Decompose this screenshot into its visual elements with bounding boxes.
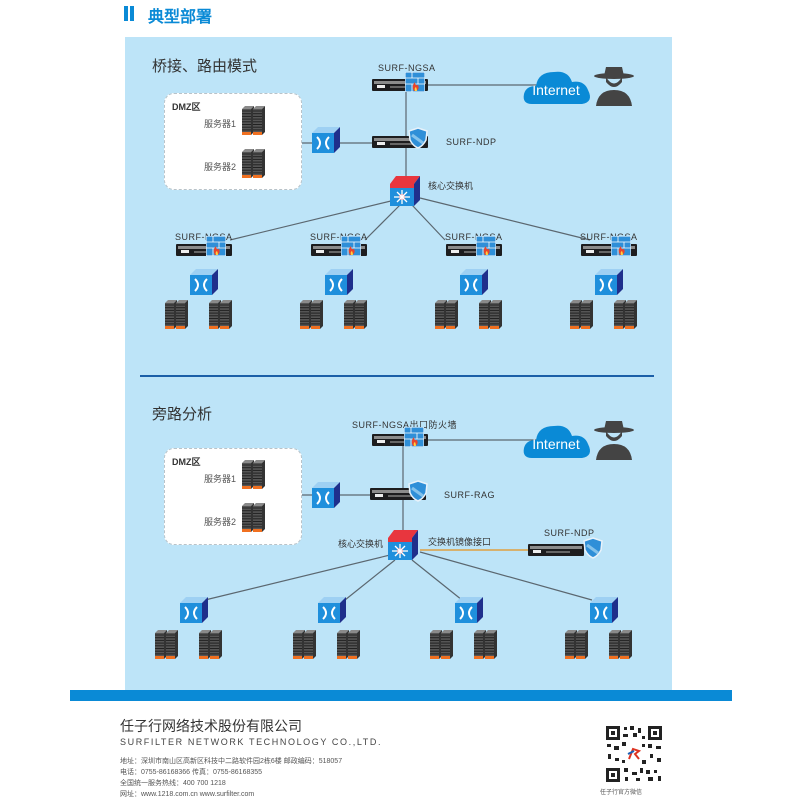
shield-icon bbox=[583, 537, 603, 559]
firewall-icon bbox=[404, 427, 424, 447]
device-label-branch: SURF-NGSA bbox=[445, 232, 503, 242]
link-core2-branch1 bbox=[204, 554, 391, 601]
switch-icon bbox=[312, 482, 340, 508]
company-name-en: SURFILTER NETWORK TECHNOLOGY CO.,LTD. bbox=[120, 737, 383, 747]
shield-icon bbox=[408, 127, 428, 149]
device-label-branch: SURF-NGSA bbox=[580, 232, 638, 242]
link-core-branch4 bbox=[419, 197, 591, 241]
link-core2-branch2 bbox=[344, 559, 396, 601]
section-title-bridge: 桥接、路由模式 bbox=[152, 58, 258, 75]
svg-text:Internet: Internet bbox=[532, 436, 580, 452]
server-rack-icon bbox=[155, 630, 178, 659]
server-rack-icon bbox=[565, 630, 588, 659]
core-switch-label: 核心交换机 bbox=[338, 539, 384, 549]
page-title: 典型部署 bbox=[148, 9, 213, 26]
switch-icon bbox=[325, 269, 353, 295]
server-rack-icon bbox=[242, 503, 265, 532]
hacker-icon bbox=[594, 421, 634, 460]
qr-caption: 任子行官方微信 bbox=[600, 790, 643, 796]
svg-text:Internet: Internet bbox=[532, 82, 580, 98]
server-rack-icon bbox=[293, 630, 316, 659]
server-rack-icon bbox=[614, 300, 637, 329]
firewall-icon bbox=[611, 236, 631, 256]
device-label-ndp: SURF-NDP bbox=[544, 528, 595, 538]
footer-bar bbox=[70, 690, 732, 701]
server-rack-icon bbox=[435, 300, 458, 329]
server-rack-icon bbox=[242, 106, 265, 135]
switch-icon bbox=[190, 269, 218, 295]
core-switch-icon bbox=[390, 176, 420, 206]
server-label: 服务器2 bbox=[204, 517, 237, 527]
company-name-cn: 任子行网络技术股份有限公司 bbox=[120, 718, 302, 734]
device-label-branch: SURF-NGSA bbox=[310, 232, 368, 242]
switch-icon bbox=[590, 597, 618, 623]
section-title-bypass: 旁路分析 bbox=[152, 406, 213, 423]
firewall-icon bbox=[476, 236, 496, 256]
mirror-port-label: 交换机镜像接口 bbox=[428, 537, 492, 547]
server-rack-icon bbox=[242, 149, 265, 178]
website[interactable]: 网址：www.1218.com.cn www.surfilter.com bbox=[120, 791, 255, 798]
shield-icon bbox=[408, 480, 428, 502]
server-rack-icon bbox=[479, 300, 502, 329]
hotline: 全国统一服务热线：400 700 1218 bbox=[120, 780, 226, 787]
dmz-label: DMZ区 bbox=[172, 102, 201, 112]
switch-icon bbox=[312, 127, 340, 153]
address: 地址：深圳市南山区高新区科技中二路软件园2栋6楼 邮政编码：518057 bbox=[120, 758, 343, 765]
internet-cloud-icon: Internet bbox=[523, 425, 590, 458]
internet-cloud-icon: Internet bbox=[523, 71, 590, 104]
server-rack-icon bbox=[300, 300, 323, 329]
server-label: 服务器2 bbox=[204, 162, 237, 172]
server-rack-icon bbox=[209, 300, 232, 329]
link-core2-branch4 bbox=[419, 551, 593, 601]
server-rack-icon bbox=[337, 630, 360, 659]
server-rack-icon bbox=[474, 630, 497, 659]
server-label: 服务器1 bbox=[204, 474, 237, 484]
switch-icon bbox=[455, 597, 483, 623]
server-rack-icon bbox=[344, 300, 367, 329]
firewall-icon bbox=[206, 236, 226, 256]
switch-icon bbox=[318, 597, 346, 623]
section-divider bbox=[140, 375, 654, 377]
appliance-icon bbox=[528, 544, 584, 556]
server-rack-icon bbox=[430, 630, 453, 659]
server-rack-icon bbox=[199, 630, 222, 659]
switch-icon bbox=[460, 269, 488, 295]
device-label-rag: SURF-RAG bbox=[444, 490, 495, 500]
link-core-branch3 bbox=[411, 204, 446, 241]
phone: 电话：0755-86168366 传真：0755-86168355 bbox=[120, 769, 263, 776]
server-rack-icon bbox=[165, 300, 188, 329]
firewall-icon bbox=[341, 236, 361, 256]
device-label-branch: SURF-NGSA bbox=[175, 232, 233, 242]
dmz-zone bbox=[164, 93, 302, 190]
dmz-label: DMZ区 bbox=[172, 457, 201, 467]
dmz-zone bbox=[164, 448, 302, 545]
device-label-ngsa-firewall: SURF-NGSA出口防火墙 bbox=[352, 420, 458, 430]
firewall-icon bbox=[405, 72, 425, 92]
server-rack-icon bbox=[609, 630, 632, 659]
link-core-branch1 bbox=[229, 199, 396, 241]
switch-icon bbox=[180, 597, 208, 623]
device-label-ndp: SURF-NDP bbox=[446, 137, 497, 147]
qr-code[interactable] bbox=[604, 724, 664, 784]
server-rack-icon bbox=[242, 460, 265, 489]
link-core2-branch3 bbox=[411, 559, 463, 601]
switch-icon bbox=[595, 269, 623, 295]
link-core-branch2 bbox=[364, 204, 401, 241]
core-switch-label: 核心交换机 bbox=[428, 181, 474, 191]
device-label-ngsa: SURF-NGSA bbox=[378, 63, 436, 73]
server-label: 服务器1 bbox=[204, 119, 237, 129]
header-accent-bar bbox=[124, 6, 128, 21]
core-switch-icon bbox=[388, 530, 418, 560]
header-accent-bar bbox=[130, 6, 134, 21]
hacker-icon bbox=[594, 67, 634, 106]
server-rack-icon bbox=[570, 300, 593, 329]
